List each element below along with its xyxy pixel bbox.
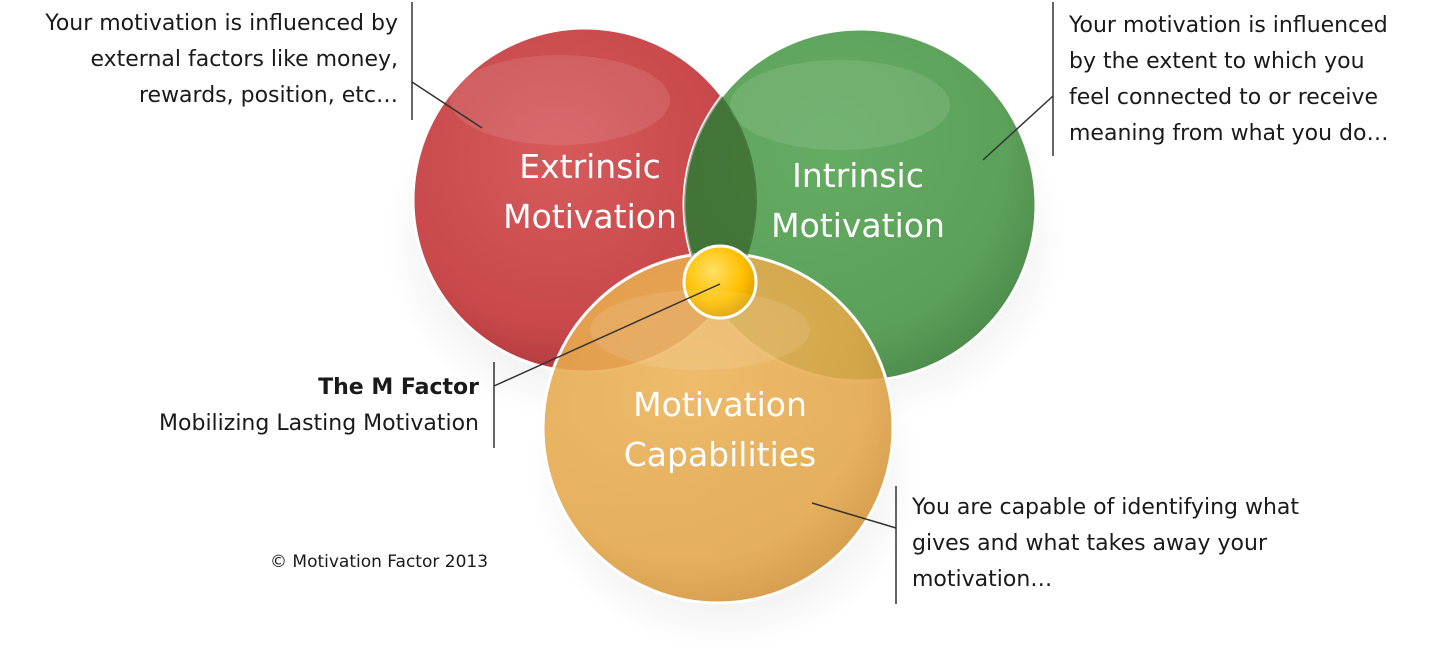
extrinsic-label-line1: Extrinsic xyxy=(519,147,660,186)
capabilities-note-line2: gives and what takes away your xyxy=(912,531,1267,556)
extrinsic-gloss xyxy=(450,55,670,145)
m-factor-center-circle xyxy=(682,244,758,320)
capabilities-callout-pointer xyxy=(811,502,897,529)
copyright-text: © Motivation Factor 2013 xyxy=(270,552,489,572)
intrinsic-note: Your motivation is influenced by the ext… xyxy=(1069,8,1388,152)
intrinsic-note-line2: by the extent to which you xyxy=(1069,49,1365,74)
intrinsic-note-line4: meaning from what you do… xyxy=(1069,121,1389,146)
capabilities-gloss xyxy=(590,290,810,370)
mfactor-callout-pointer xyxy=(493,283,721,387)
extrinsic-note-line1: Your motivation is influenced by xyxy=(45,11,398,36)
extrinsic-label-line2: Motivation xyxy=(503,197,677,236)
intrinsic-label-line1: Intrinsic xyxy=(792,156,924,195)
intrinsic-gloss xyxy=(730,60,950,150)
extrinsic-note: Your motivation is influenced by externa… xyxy=(45,6,398,114)
extrinsic-callout-pointer xyxy=(411,81,483,129)
intrinsic-note-line1: Your motivation is influenced xyxy=(1069,13,1388,38)
intrinsic-note-line3: feel connected to or receive xyxy=(1069,85,1379,110)
capabilities-note: You are capable of identifying what give… xyxy=(912,490,1299,598)
intrinsic-label-line2: Motivation xyxy=(771,206,945,245)
capabilities-note-line1: You are capable of identifying what xyxy=(912,495,1300,520)
intrinsic-callout-pointer xyxy=(982,95,1054,161)
capabilities-label-line2: Capabilities xyxy=(624,435,817,474)
extrinsic-note-line2: external factors like money, xyxy=(90,47,398,72)
extrinsic-note-line3: rewards, position, etc… xyxy=(138,83,398,108)
capabilities-label-line1: Motivation xyxy=(633,385,807,424)
mfactor-note: The M Factor Mobilizing Lasting Motivati… xyxy=(159,370,479,442)
mfactor-title: The M Factor xyxy=(318,375,479,400)
capabilities-note-line3: motivation… xyxy=(912,567,1053,592)
mfactor-subtitle: Mobilizing Lasting Motivation xyxy=(159,411,479,436)
